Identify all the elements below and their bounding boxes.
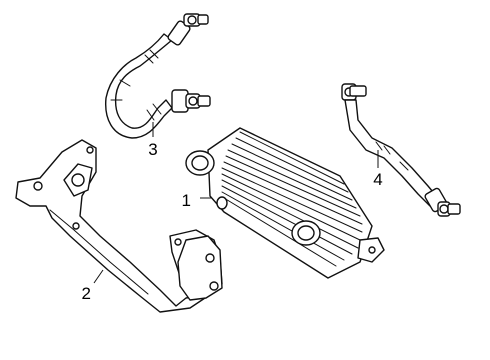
bracket bbox=[15, 139, 223, 313]
callout-2-label: 2 bbox=[82, 284, 91, 303]
callout-2-leader bbox=[93, 269, 104, 284]
callout-3-label: 3 bbox=[148, 140, 157, 159]
callout-1-label: 1 bbox=[182, 191, 191, 210]
outlet-hose bbox=[341, 83, 461, 217]
callout-4-label: 4 bbox=[373, 170, 382, 189]
inlet-hose bbox=[105, 13, 211, 139]
oil-cooler bbox=[185, 127, 385, 279]
